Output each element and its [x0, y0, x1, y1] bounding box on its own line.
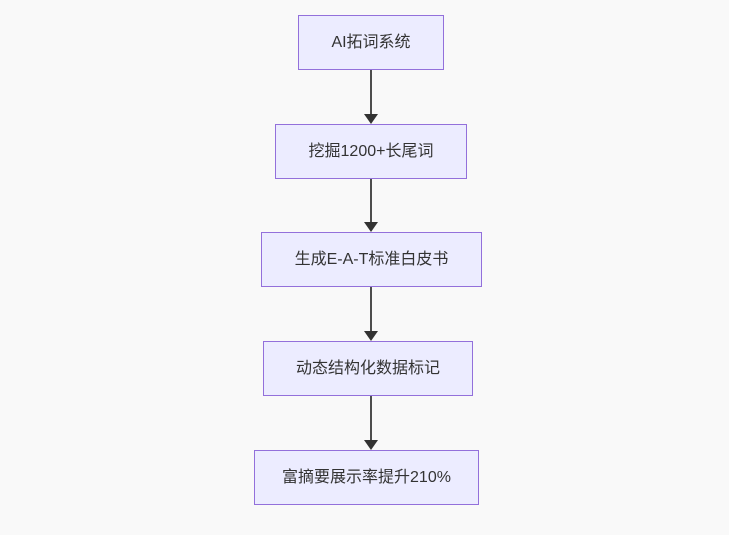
flow-arrow-down [364, 179, 378, 232]
flow-arrow-down [364, 287, 378, 341]
arrowhead-down-icon [364, 440, 378, 450]
flow-arrow-down [364, 70, 378, 124]
arrow-line [370, 70, 372, 114]
node-label: AI拓词系统 [331, 33, 411, 51]
node-label: 富摘要展示率提升210% [282, 468, 451, 486]
flowchart-node-eat-whitepaper: 生成E-A-T标准白皮书 [261, 232, 482, 287]
arrow-line [370, 287, 372, 331]
arrow-line [370, 396, 372, 440]
flowchart-node-rich-snippet-result: 富摘要展示率提升210% [254, 450, 479, 505]
arrowhead-down-icon [364, 114, 378, 124]
arrowhead-down-icon [364, 331, 378, 341]
flowchart-node-ai-word-system: AI拓词系统 [298, 15, 444, 70]
arrowhead-down-icon [364, 222, 378, 232]
flowchart-node-structured-data: 动态结构化数据标记 [263, 341, 473, 396]
node-label: 动态结构化数据标记 [295, 359, 440, 377]
node-label: 挖掘1200+长尾词 [308, 142, 434, 160]
flowchart-node-longtail-mining: 挖掘1200+长尾词 [275, 124, 467, 179]
node-label: 生成E-A-T标准白皮书 [294, 250, 449, 268]
flow-arrow-down [364, 396, 378, 450]
arrow-line [370, 179, 372, 222]
